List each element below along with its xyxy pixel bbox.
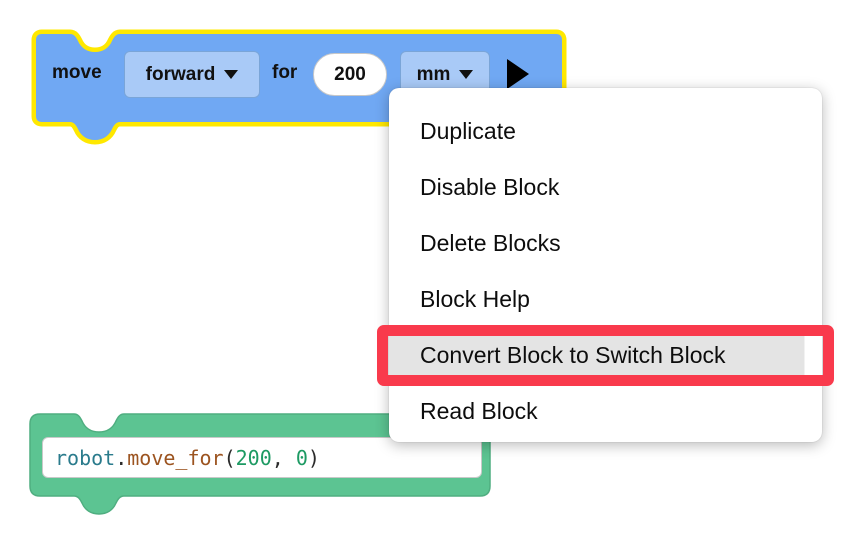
menu-item-label: Read Block — [420, 398, 538, 424]
code-token-lparen: ( — [223, 445, 236, 470]
code-token-object: robot — [55, 445, 116, 470]
code-token-function: move_for — [127, 445, 224, 470]
direction-dropdown-value: forward — [145, 63, 216, 85]
direction-dropdown[interactable]: forward — [124, 51, 260, 98]
menu-item-read-block[interactable]: Read Block — [389, 389, 822, 434]
unit-dropdown-value: mm — [416, 63, 451, 85]
chevron-down-icon — [224, 70, 239, 79]
menu-item-label: Convert Block to Switch Block — [420, 342, 726, 368]
menu-item-disable-block[interactable]: Disable Block — [389, 165, 822, 210]
menu-item-label: Delete Blocks — [420, 230, 561, 256]
play-triangle-icon[interactable] — [507, 59, 529, 89]
code-token-comma: , — [271, 445, 296, 470]
distance-input-value: 200 — [334, 63, 366, 85]
code-token-dot: . — [115, 445, 128, 470]
code-token-arg2: 0 — [295, 445, 308, 470]
distance-input[interactable]: 200 — [313, 53, 387, 96]
menu-item-duplicate[interactable]: Duplicate — [389, 109, 822, 154]
code-input[interactable]: robot.move_for(200, 0) — [42, 437, 482, 478]
menu-item-label: Disable Block — [420, 174, 560, 200]
menu-item-delete-blocks[interactable]: Delete Blocks — [389, 221, 822, 266]
menu-item-block-help[interactable]: Block Help — [389, 277, 822, 322]
menu-item-convert-block-to-switch-block[interactable]: Convert Block to Switch Block — [389, 333, 822, 378]
move-block-label-middle: for — [272, 62, 298, 83]
code-token-arg1: 200 — [235, 445, 272, 470]
menu-item-label: Block Help — [420, 286, 530, 312]
move-block-label-start: move — [52, 62, 102, 83]
menu-item-label: Duplicate — [420, 118, 516, 144]
context-menu[interactable]: Duplicate Disable Block Delete Blocks Bl… — [389, 88, 822, 442]
chevron-down-icon — [459, 70, 474, 79]
code-token-rparen: ) — [307, 445, 320, 470]
